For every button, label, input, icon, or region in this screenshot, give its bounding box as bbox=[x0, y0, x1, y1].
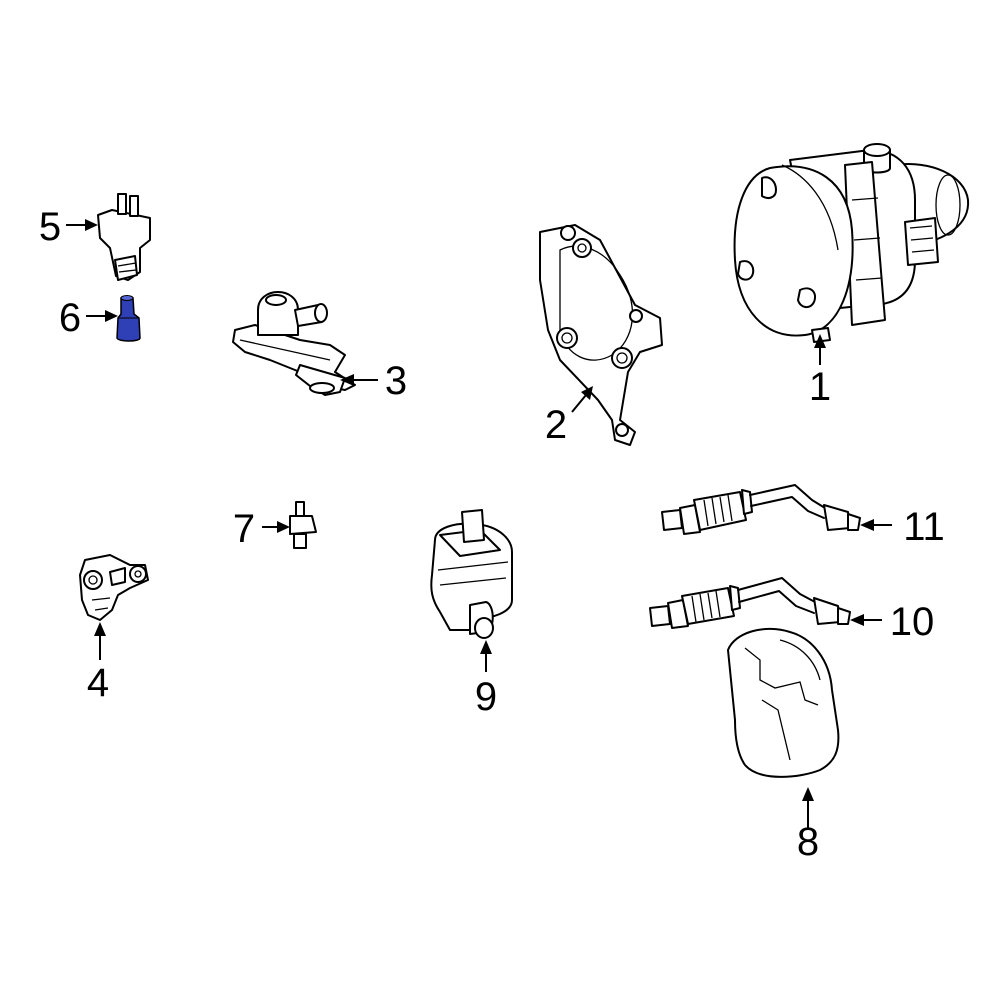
callout-5: 5 bbox=[39, 205, 61, 249]
part-10-oxygen-sensor[interactable] bbox=[649, 577, 851, 629]
callout-8: 8 bbox=[797, 820, 819, 864]
part-8-cover[interactable] bbox=[727, 627, 840, 778]
part-7-fitting[interactable] bbox=[289, 501, 317, 549]
callout-11: 11 bbox=[903, 505, 945, 549]
part-3-valve[interactable] bbox=[232, 291, 356, 396]
part-2-bracket[interactable] bbox=[539, 224, 663, 446]
callout-4: 4 bbox=[87, 661, 109, 705]
callout-10: 10 bbox=[890, 600, 935, 644]
part-4-sensor[interactable] bbox=[79, 554, 149, 621]
callout-7: 7 bbox=[233, 507, 255, 551]
arrowhead-1 bbox=[814, 334, 826, 348]
callout-2: 2 bbox=[545, 403, 567, 447]
part-9-pressure-valve[interactable] bbox=[430, 509, 513, 639]
leader-line-2 bbox=[571, 394, 587, 413]
part-5-switch-valve[interactable] bbox=[97, 193, 151, 281]
callout-6: 6 bbox=[59, 296, 81, 340]
arrowhead-6 bbox=[105, 310, 118, 322]
part-6-hose[interactable] bbox=[116, 295, 141, 342]
arrowhead-4 bbox=[94, 622, 106, 636]
arrowhead-11 bbox=[860, 519, 874, 531]
arrowhead-9 bbox=[480, 640, 492, 654]
callout-1: 1 bbox=[809, 365, 831, 409]
arrowhead-5 bbox=[85, 219, 98, 231]
callout-9: 9 bbox=[475, 675, 497, 719]
hose-highlight bbox=[116, 297, 141, 342]
part-11-oxygen-sensor[interactable] bbox=[661, 484, 861, 535]
arrowhead-8 bbox=[802, 787, 814, 801]
arrowhead-2 bbox=[581, 386, 593, 400]
arrowhead-7 bbox=[277, 521, 290, 533]
arrowhead-10 bbox=[850, 614, 864, 626]
arrowhead-3 bbox=[340, 374, 354, 386]
callout-3: 3 bbox=[385, 359, 407, 403]
part-1-air-pump[interactable] bbox=[733, 143, 970, 343]
